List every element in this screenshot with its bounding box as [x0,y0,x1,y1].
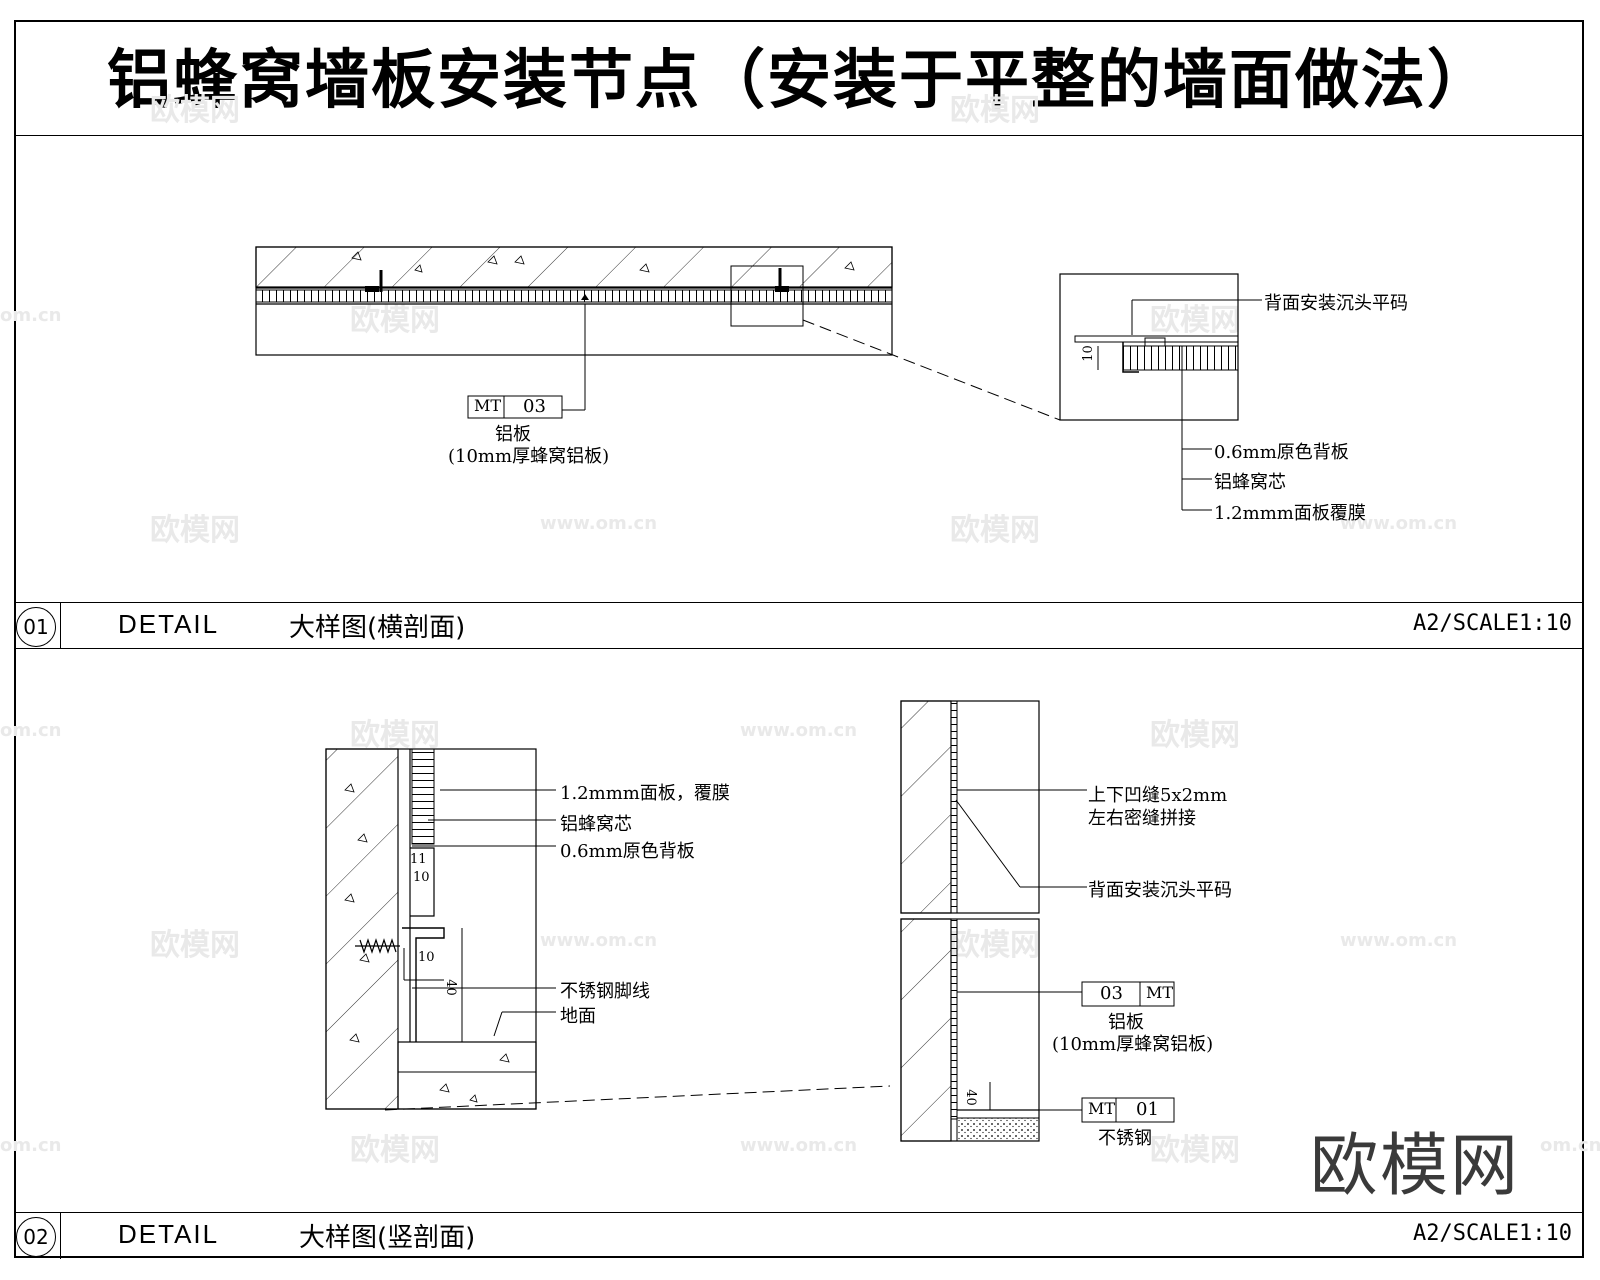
sheet-title: 铝蜂窝墙板安装节点（安装于平整的墙面做法） [107,44,1493,118]
detail2-right-section [900,700,1175,1142]
watermark: 欧模网 [950,513,1040,548]
dim-10: 10 [413,870,430,885]
detail1-label: DETAIL [118,609,220,639]
watermark-url: om.cn [0,1135,62,1156]
drawing-frame [14,20,1584,1258]
watermark: 欧模网 [350,718,440,753]
bar-separator [60,1213,61,1259]
watermark-url: om.cn [0,720,62,741]
callout-joint-horizontal: 上下凹缝5x2mm [1088,785,1228,806]
detail1-title-bar: 01 DETAIL 大样图(横剖面) A2/SCALE1:10 [14,603,1584,649]
tag-number-box [503,395,563,419]
watermark: 欧模网 [950,93,1040,128]
watermark-url: www.om.cn [540,513,658,534]
tag-code: MT [474,396,502,415]
callout-face-plate: 1.2mmm面板覆膜 [1214,503,1366,524]
tag-material-name: 铝板 [495,424,531,445]
watermark: 欧模网 [1150,303,1240,338]
callout-joint-vertical: 左右密缝拼接 [1088,808,1196,829]
dim-10: 10 [1080,345,1096,362]
watermark-url: www.om.cn [1340,513,1458,534]
enlarge-box [730,265,804,327]
callout-back-plate: 0.6mm原色背板 [560,841,695,862]
floor-slab [397,1041,537,1110]
watermark: 欧模网 [1150,1133,1240,1168]
detail2-scale: A2/SCALE1:10 [1413,1221,1572,1246]
watermark-url: om.cn [0,305,62,326]
detail2-number: 02 [16,1217,56,1257]
dim-10: 10 [418,950,435,965]
tag-material-name: 铝板 [1108,1012,1144,1033]
detail1-number: 01 [16,607,56,647]
tag-number: 01 [1136,1099,1159,1120]
detail1-plan-section [255,246,1262,511]
tag-material-spec: (10mm厚蜂窝铝板) [448,446,610,467]
dim-11: 11 [410,852,427,867]
detail1-caption: 大样图(横剖面) [289,613,466,643]
tag-material-name: 不锈钢 [1098,1128,1152,1149]
watermark-url: www.om.cn [740,1135,858,1156]
callout-honeycomb-core: 铝蜂窝芯 [1214,472,1286,493]
watermark-url: om.cn [1540,1135,1600,1156]
watermark: 欧模网 [150,928,240,963]
concrete-wall-lower [900,918,952,1142]
concrete-wall-upper [900,700,952,914]
concrete-wall [325,748,399,1110]
watermark-url: www.om.cn [1340,930,1458,951]
tag-number: 03 [523,396,546,417]
honeycomb-panel [255,289,893,303]
detail2-label: DETAIL [118,1219,220,1249]
tag-code: MT [1088,1099,1116,1118]
callout-face-plate: 1.2mmm面板，覆膜 [560,783,730,804]
watermark: 欧模网 [150,513,240,548]
bar1-bottom-line [14,648,1584,649]
callout-back-plate: 0.6mm原色背板 [1214,442,1349,463]
floor-finish [956,1117,1040,1142]
honeycomb-panel [411,748,435,845]
dim-40: 40 [962,1089,978,1106]
detail2-caption: 大样图(竖剖面) [299,1223,476,1253]
watermark: 欧模网 [350,303,440,338]
bar1-top-line [14,602,1584,603]
detail1-scale: A2/SCALE1:10 [1413,611,1572,636]
tag-code: MT [1146,983,1174,1002]
bar2-top-line [14,1212,1584,1213]
dim-40: 40 [442,979,458,996]
title-divider [14,135,1584,136]
enlarge-leader [802,319,1061,421]
callout-floor: 地面 [560,1006,596,1027]
watermark-url: www.om.cn [740,720,858,741]
callout-countersunk-clip: 背面安装沉头平码 [1264,293,1408,314]
tag-material-spec: (10mm厚蜂窝铝板) [1052,1034,1214,1055]
tag-number: 03 [1100,983,1123,1004]
concrete-wall [255,246,893,288]
callout-honeycomb-core: 铝蜂窝芯 [560,814,632,835]
watermark: 欧模网 [150,93,240,128]
watermark: 欧模网 [950,928,1040,963]
watermark: 欧模网 [1150,718,1240,753]
bar-separator [60,603,61,649]
detail2-left-section [325,748,891,1111]
watermark-url: www.om.cn [540,930,658,951]
steel-skirting [402,927,445,1042]
callout-steel-skirting: 不锈钢脚线 [560,981,650,1002]
detail2-title-bar: 02 DETAIL 大样图(竖剖面) A2/SCALE1:10 [14,1213,1584,1259]
callout-countersunk-clip: 背面安装沉头平码 [1088,880,1232,901]
watermark-logo: 欧模网 [1310,1127,1521,1206]
watermark: 欧模网 [350,1133,440,1168]
